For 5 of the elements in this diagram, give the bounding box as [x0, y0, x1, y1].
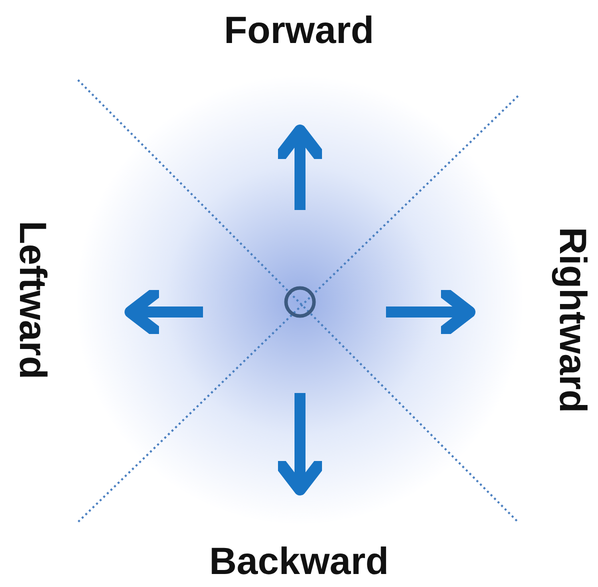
- direction-label: Leftward: [13, 220, 51, 380]
- direction-label: Forward: [224, 12, 374, 50]
- direction-label: Backward: [209, 543, 389, 581]
- direction-label: Rightward: [553, 227, 591, 413]
- center-circle: [284, 286, 316, 318]
